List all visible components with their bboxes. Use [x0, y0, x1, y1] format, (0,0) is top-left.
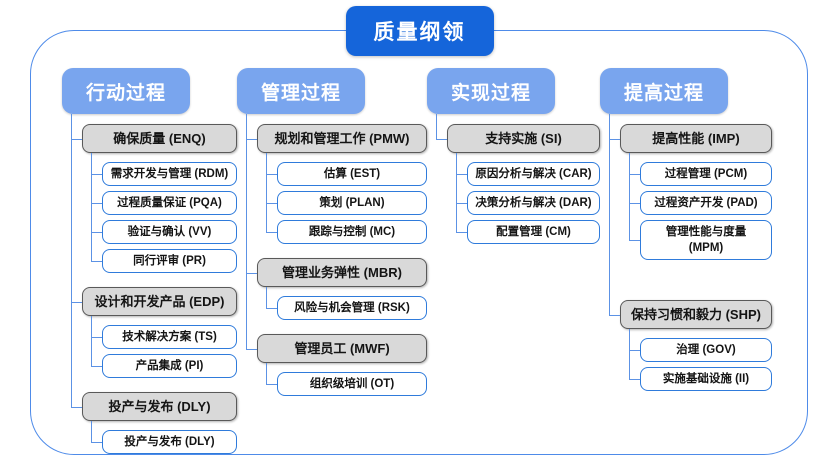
leaf-box: 配置管理 (CM) — [467, 220, 600, 244]
column-children-action-process: 确保质量 (ENQ) 需求开发与管理 (RDM) 过程质量保证 (PQA) 验证与确认… — [71, 114, 237, 468]
group-box: 确保质量 (ENQ) — [82, 124, 237, 153]
group-box: 设计和开发产品 (EDP) — [82, 287, 237, 316]
group-node: 设计和开发产品 (EDP) 技术解决方案 (TS) 产品集成 (PI) — [71, 287, 237, 392]
leaf-node: 决策分析与解决 (DAR) — [456, 191, 600, 220]
leaf-node: 估算 (EST) — [266, 153, 427, 191]
column-management-process: 管理过程规划和管理工作 (PMW) 估算 (EST) 策划 (PLAN) 跟踪与控制 … — [237, 68, 427, 410]
group-children: 过程管理 (PCM) 过程资产开发 (PAD) 管理性能与度量 (MPM) — [629, 153, 772, 265]
leaf-node: 实施基础设施 (II) — [629, 367, 772, 396]
leaf-node: 风险与机会管理 (RSK) — [266, 287, 427, 325]
column-children-realization-process: 支持实施 (SI) 原因分析与解决 (CAR) 决策分析与解决 (DAR) 配置管理 … — [436, 114, 600, 258]
leaf-box: 组织级培训 (OT) — [277, 372, 427, 396]
leaf-node: 投产与发布 (DLY) — [91, 421, 237, 459]
group-box: 提高性能 (IMP) — [620, 124, 772, 153]
leaf-box: 同行评审 (PR) — [102, 249, 237, 273]
group-children: 组织级培训 (OT) — [266, 363, 427, 401]
leaf-box: 估算 (EST) — [277, 162, 427, 186]
group-children: 治理 (GOV) 实施基础设施 (II) — [629, 329, 772, 396]
leaf-node: 配置管理 (CM) — [456, 220, 600, 249]
group-children: 技术解决方案 (TS) 产品集成 (PI) — [91, 316, 237, 383]
leaf-box: 决策分析与解决 (DAR) — [467, 191, 600, 215]
group-box: 保持习惯和毅力 (SHP) — [620, 300, 772, 329]
leaf-node: 过程资产开发 (PAD) — [629, 191, 772, 220]
leaf-node: 治理 (GOV) — [629, 329, 772, 367]
leaf-node: 产品集成 (PI) — [91, 354, 237, 383]
leaf-node: 原因分析与解决 (CAR) — [456, 153, 600, 191]
column-children-management-process: 规划和管理工作 (PMW) 估算 (EST) 策划 (PLAN) 跟踪与控制 (MC)… — [246, 114, 427, 410]
leaf-node: 过程管理 (PCM) — [629, 153, 772, 191]
leaf-node: 验证与确认 (VV) — [91, 220, 237, 249]
group-children: 估算 (EST) 策划 (PLAN) 跟踪与控制 (MC) — [266, 153, 427, 249]
leaf-node: 同行评审 (PR) — [91, 249, 237, 278]
group-node: 管理业务弹性 (MBR) 风险与机会管理 (RSK) — [246, 258, 427, 334]
group-children: 投产与发布 (DLY) — [91, 421, 237, 459]
group-box: 规划和管理工作 (PMW) — [257, 124, 427, 153]
leaf-node: 组织级培训 (OT) — [266, 363, 427, 401]
leaf-box: 过程管理 (PCM) — [640, 162, 772, 186]
leaf-node: 技术解决方案 (TS) — [91, 316, 237, 354]
leaf-node: 过程质量保证 (PQA) — [91, 191, 237, 220]
column-header-realization-process: 实现过程 — [427, 68, 555, 114]
column-header-management-process: 管理过程 — [237, 68, 365, 114]
column-action-process: 行动过程确保质量 (ENQ) 需求开发与管理 (RDM) 过程质量保证 (PQA) 验… — [62, 68, 237, 468]
column-realization-process: 实现过程支持实施 (SI) 原因分析与解决 (CAR) 决策分析与解决 (DAR) 配… — [427, 68, 600, 258]
leaf-node: 跟踪与控制 (MC) — [266, 220, 427, 249]
group-children: 原因分析与解决 (CAR) 决策分析与解决 (DAR) 配置管理 (CM) — [456, 153, 600, 249]
leaf-box: 产品集成 (PI) — [102, 354, 237, 378]
leaf-box: 过程质量保证 (PQA) — [102, 191, 237, 215]
leaf-node: 策划 (PLAN) — [266, 191, 427, 220]
leaf-box: 需求开发与管理 (RDM) — [102, 162, 237, 186]
leaf-box: 管理性能与度量 (MPM) — [640, 220, 772, 260]
group-box: 管理员工 (MWF) — [257, 334, 427, 363]
leaf-box: 实施基础设施 (II) — [640, 367, 772, 391]
leaf-box: 原因分析与解决 (CAR) — [467, 162, 600, 186]
group-box: 投产与发布 (DLY) — [82, 392, 237, 421]
group-node: 确保质量 (ENQ) 需求开发与管理 (RDM) 过程质量保证 (PQA) 验证与确认… — [71, 114, 237, 287]
column-improvement-process: 提高过程提高性能 (IMP) 过程管理 (PCM) 过程资产开发 (PAD) 管理性能… — [600, 68, 772, 405]
leaf-box: 风险与机会管理 (RSK) — [277, 296, 427, 320]
group-node: 投产与发布 (DLY) 投产与发布 (DLY) — [71, 392, 237, 468]
leaf-box: 投产与发布 (DLY) — [102, 430, 237, 454]
group-children: 风险与机会管理 (RSK) — [266, 287, 427, 325]
leaf-box: 治理 (GOV) — [640, 338, 772, 362]
group-children: 需求开发与管理 (RDM) 过程质量保证 (PQA) 验证与确认 (VV) 同行评审 … — [91, 153, 237, 278]
leaf-box: 过程资产开发 (PAD) — [640, 191, 772, 215]
group-box: 支持实施 (SI) — [447, 124, 600, 153]
group-node: 保持习惯和毅力 (SHP) 治理 (GOV) 实施基础设施 (II) — [609, 274, 772, 405]
leaf-node: 管理性能与度量 (MPM) — [629, 220, 772, 265]
group-box: 管理业务弹性 (MBR) — [257, 258, 427, 287]
group-node: 管理员工 (MWF) 组织级培训 (OT) — [246, 334, 427, 410]
leaf-box: 技术解决方案 (TS) — [102, 325, 237, 349]
leaf-box: 策划 (PLAN) — [277, 191, 427, 215]
leaf-node: 需求开发与管理 (RDM) — [91, 153, 237, 191]
column-children-improvement-process: 提高性能 (IMP) 过程管理 (PCM) 过程资产开发 (PAD) 管理性能与度量 … — [609, 114, 772, 405]
column-header-action-process: 行动过程 — [62, 68, 190, 114]
group-node: 支持实施 (SI) 原因分析与解决 (CAR) 决策分析与解决 (DAR) 配置管理 … — [436, 114, 600, 258]
group-node: 规划和管理工作 (PMW) 估算 (EST) 策划 (PLAN) 跟踪与控制 (MC) — [246, 114, 427, 258]
diagram-title: 质量纲领 — [345, 6, 494, 56]
group-node: 提高性能 (IMP) 过程管理 (PCM) 过程资产开发 (PAD) 管理性能与度量 … — [609, 114, 772, 274]
leaf-box: 跟踪与控制 (MC) — [277, 220, 427, 244]
leaf-box: 验证与确认 (VV) — [102, 220, 237, 244]
column-header-improvement-process: 提高过程 — [600, 68, 728, 114]
columns-row: 行动过程确保质量 (ENQ) 需求开发与管理 (RDM) 过程质量保证 (PQA) 验… — [62, 68, 772, 468]
